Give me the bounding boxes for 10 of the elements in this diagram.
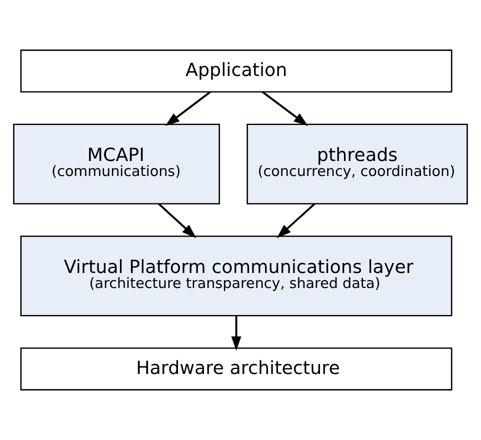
node-box: Application (20, 50, 452, 92)
node-box: MCAPI (communications) (13, 124, 220, 204)
arrow (276, 203, 316, 238)
arrow (158, 203, 196, 238)
arrow (231, 316, 242, 351)
arrow (165, 91, 211, 126)
node-box: pthreads (concurrency, coordination) (246, 124, 468, 204)
arrow (262, 91, 308, 126)
node-box: Hardware architecture (20, 348, 452, 390)
node-box: Virtual Platform communications layer (architecture transparency, shared data) (20, 236, 452, 316)
